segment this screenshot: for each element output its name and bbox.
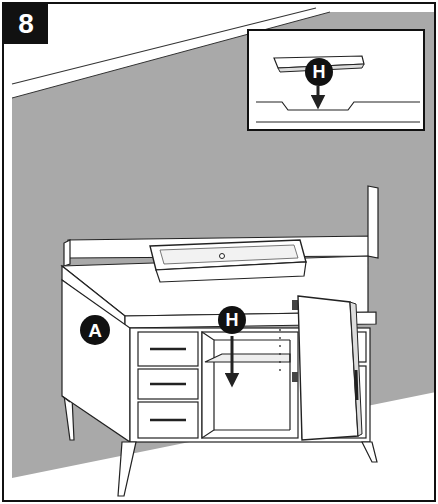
side-panel [62, 280, 130, 442]
direction-arrow [317, 86, 320, 102]
leg [62, 396, 70, 402]
door-handle [356, 370, 357, 400]
open-compartment [202, 332, 298, 438]
backsplash-side [368, 186, 378, 258]
frame [3, 3, 435, 501]
detail-inset [248, 30, 424, 130]
door-edge [350, 302, 362, 436]
direction-arrow [231, 336, 234, 380]
leg [362, 442, 377, 462]
hinge [292, 300, 298, 382]
slot [256, 102, 420, 110]
door [298, 296, 358, 440]
callout-letter: A [80, 315, 110, 345]
drain [220, 254, 225, 259]
callout-letter: H [305, 58, 333, 86]
sink [156, 262, 306, 282]
label-text: A [88, 321, 102, 340]
slot [256, 122, 420, 123]
sink-bowl [160, 245, 298, 264]
label-text: H [313, 63, 326, 81]
leg [118, 442, 136, 496]
label-text: 8 [18, 10, 34, 38]
callout-letter: H [218, 306, 246, 334]
wall [12, 12, 436, 478]
backsplash [64, 240, 70, 266]
drawers [138, 332, 198, 438]
step-number: 8 [4, 4, 48, 44]
shelf-holes [279, 329, 281, 371]
label-text: H [226, 311, 239, 329]
